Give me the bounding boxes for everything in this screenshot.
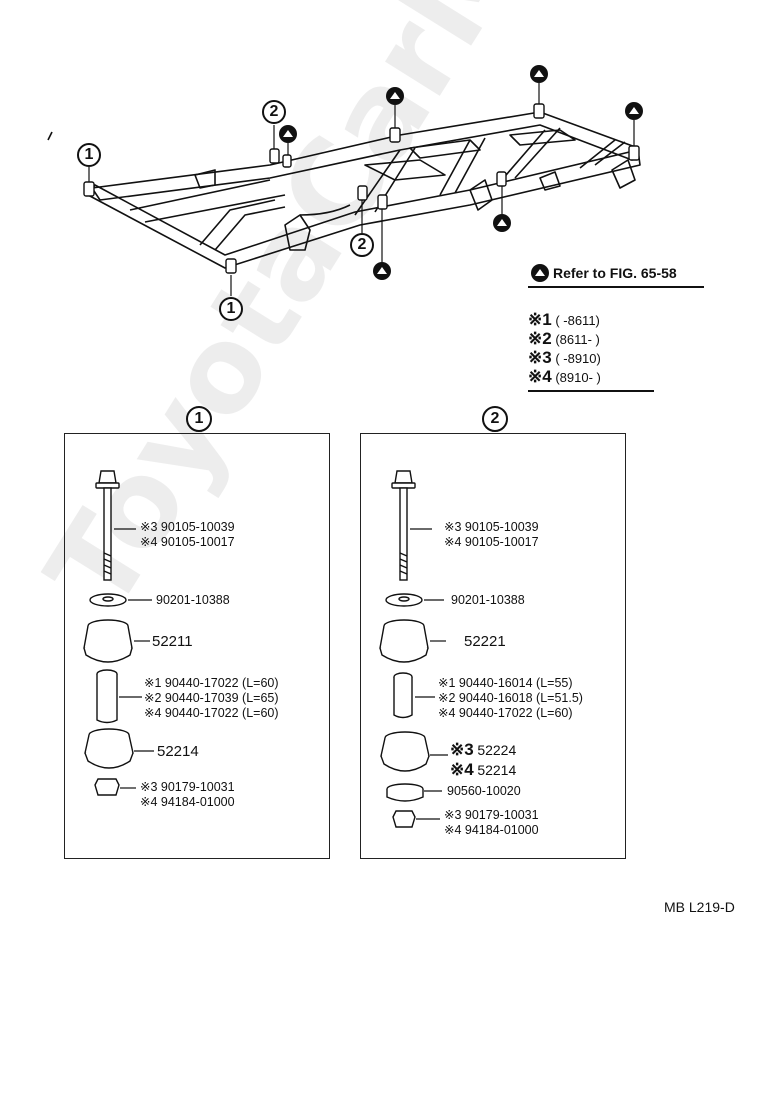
panel-2-bolt-part-2: ※4 90105-10017: [444, 535, 539, 549]
ref-triangle-icon: [386, 87, 404, 105]
refer-text: Refer to FIG. 65-58: [553, 265, 677, 281]
panel-2-upper-cushion-part: 52221: [464, 633, 506, 650]
panel-1-nut-part-1: ※3 90179-10031: [140, 780, 235, 794]
legend-triangle-icon: [531, 264, 549, 282]
panel-2-washer-part: 90201-10388: [451, 593, 525, 607]
callout-1-front-left: 1: [77, 143, 101, 167]
ref-triangle-icon: [373, 262, 391, 280]
panel-2-nut-part-2: ※4 94184-01000: [444, 823, 539, 837]
panel-1-bolt-part-1: ※3 90105-10039: [140, 520, 235, 534]
callout-2-right: 2: [350, 233, 374, 257]
legend-note-3: ※3 ( -8910): [528, 348, 601, 367]
panel-2-bolt-part-1: ※3 90105-10039: [444, 520, 539, 534]
legend-note-1: ※1 ( -8611): [528, 310, 600, 329]
legend-divider: [528, 286, 704, 288]
panel-2: [360, 433, 626, 859]
panel-2-collar-part-3: ※4 90440-17022 (L=60): [438, 706, 573, 720]
legend-note-4: ※4 (8910- ): [528, 367, 601, 386]
callout-1-front-right: 1: [219, 297, 243, 321]
panel-1: [64, 433, 330, 859]
panel-1-bolt-part-2: ※4 90105-10017: [140, 535, 235, 549]
panel-1-parts-drawing: [83, 470, 154, 796]
figure-code: MB L219-D: [664, 899, 735, 915]
ref-triangle-icon: [493, 214, 511, 232]
panel-2-lower-cushion-part-2: ※4 52214: [450, 760, 517, 779]
panel-1-washer-part: 90201-10388: [156, 593, 230, 607]
ref-triangle-icon: [530, 65, 548, 83]
legend-note-2: ※2 (8611- ): [528, 329, 600, 348]
callout-2-left: 2: [262, 100, 286, 124]
ref-triangle-icon: [279, 125, 297, 143]
panel-1-nut-part-2: ※4 94184-01000: [140, 795, 235, 809]
panel-1-collar-part-2: ※2 90440-17039 (L=65): [144, 691, 279, 705]
panel-2-collar-part-1: ※1 90440-16014 (L=55): [438, 676, 573, 690]
legend-bottom-divider: [528, 390, 654, 392]
frame-drawing: [47, 83, 641, 296]
panel-1-lower-cushion-part: 52214: [157, 743, 199, 760]
panel-2-title: 2: [482, 406, 508, 432]
panel-1-upper-cushion-part: 52211: [152, 633, 193, 650]
panel-2-nut-part-1: ※3 90179-10031: [444, 808, 539, 822]
panel-2-lower-cushion-part-1: ※3 52224: [450, 740, 517, 759]
panel-1-collar-part-1: ※1 90440-17022 (L=60): [144, 676, 279, 690]
panel-1-title: 1: [186, 406, 212, 432]
panel-2-collar-part-2: ※2 90440-16018 (L=51.5): [438, 691, 583, 705]
panel-1-collar-part-3: ※4 90440-17022 (L=60): [144, 706, 279, 720]
panel-2-retainer-part: 90560-10020: [447, 784, 521, 798]
ref-triangle-icon: [625, 102, 643, 120]
panel-2-parts-drawing: [379, 470, 448, 828]
